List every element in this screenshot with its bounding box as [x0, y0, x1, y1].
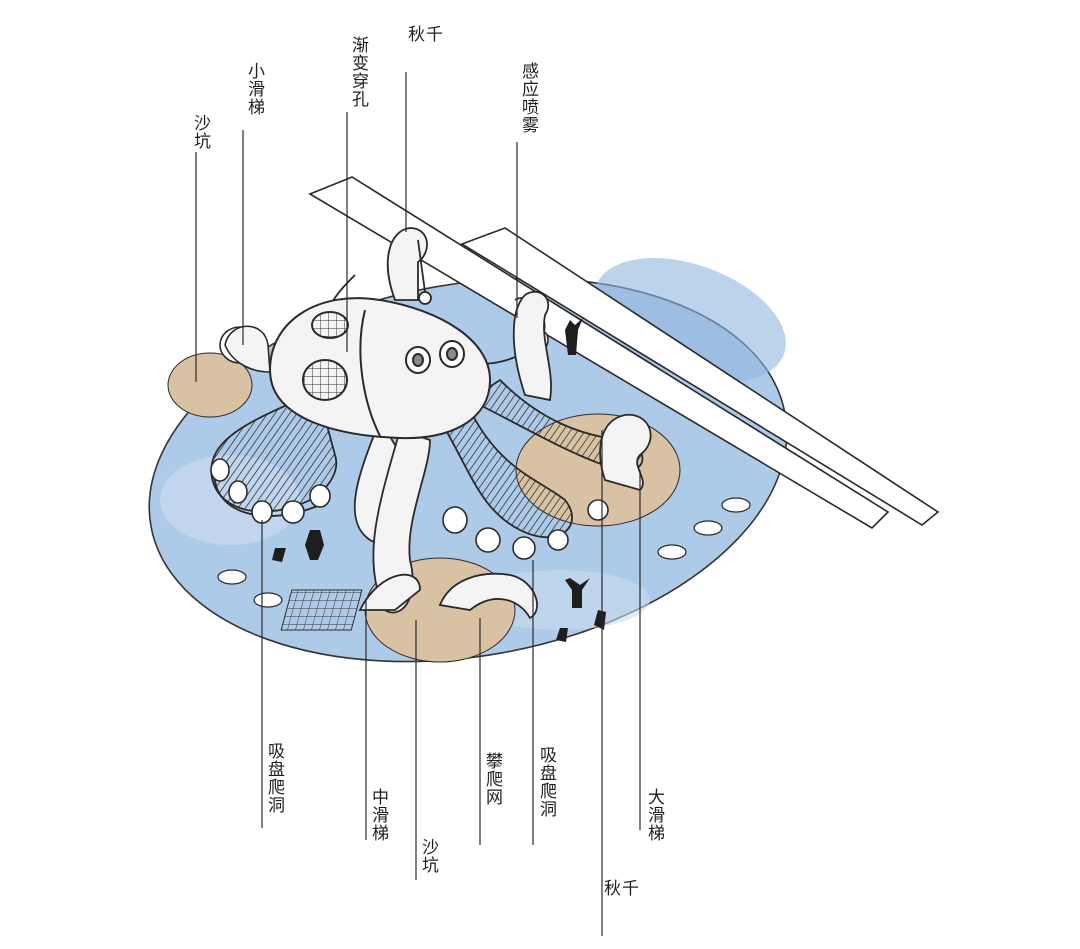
swing-hook — [386, 227, 428, 301]
people — [272, 318, 606, 642]
label-swing-bottom: 秋千 — [604, 879, 640, 899]
bottom-curl — [438, 572, 538, 620]
label-gradient-holes: 渐变穿孔 — [348, 36, 368, 108]
octopus-head — [268, 297, 492, 440]
bottom-left-curl — [358, 573, 421, 611]
label-suction-crawl-right: 吸盘爬洞 — [536, 746, 556, 818]
curled-tentacles — [358, 227, 652, 620]
label-sensor-spray: 感应喷雾 — [518, 62, 538, 134]
small-slide — [224, 325, 271, 373]
label-big-slide: 大滑梯 — [644, 788, 664, 842]
label-sand-pit-bottom: 沙坑 — [418, 838, 438, 874]
label-climbing-net: 攀爬网 — [482, 752, 502, 806]
leader-lines — [195, 72, 641, 936]
right-curl — [512, 290, 552, 402]
far-right-curl — [599, 414, 652, 492]
walkway — [308, 176, 940, 530]
sand-pit-left — [167, 352, 253, 418]
tentacle-front-slide — [372, 428, 431, 614]
porthole-window-2 — [311, 311, 349, 339]
label-medium-slide: 中滑梯 — [368, 788, 388, 842]
label-sand-pit-top: 沙坑 — [190, 114, 210, 150]
porthole-window-1 — [302, 359, 348, 401]
fish-decorations — [217, 497, 751, 608]
label-small-slide: 小滑梯 — [244, 62, 264, 116]
label-swing-top: 秋千 — [408, 25, 444, 45]
label-suction-crawl-left: 吸盘爬洞 — [264, 742, 284, 814]
climbing-net — [280, 589, 363, 631]
